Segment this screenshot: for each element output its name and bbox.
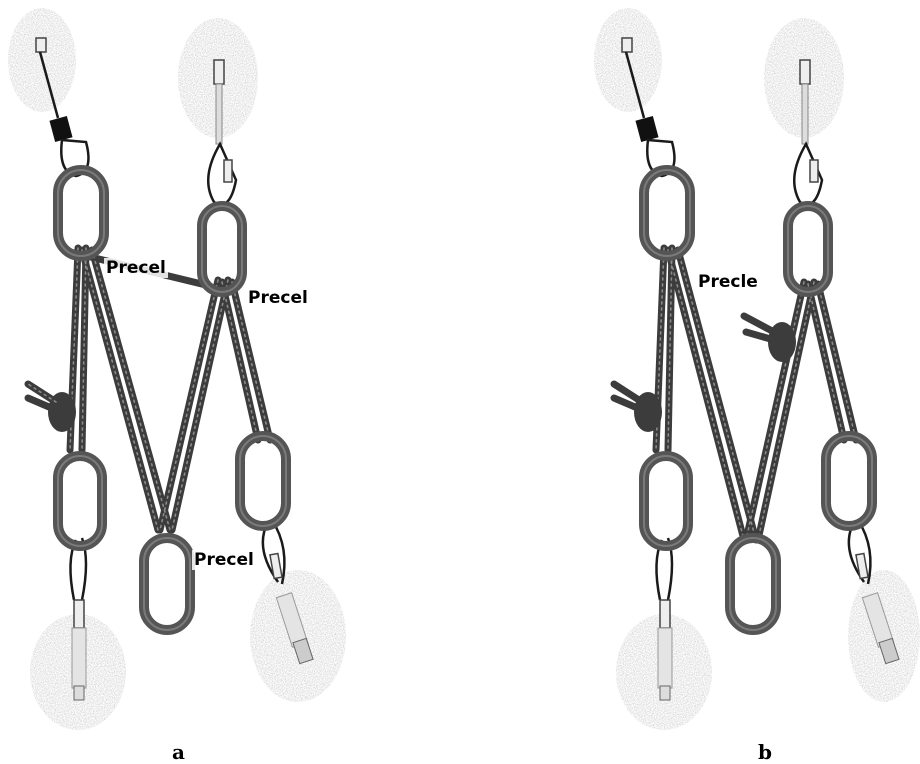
- panel-a-illustration: [0, 0, 460, 762]
- label-precle: Precle: [696, 272, 760, 292]
- caption-a: a: [172, 740, 185, 764]
- carabiner-bottom-center: [730, 538, 776, 630]
- caption-b: b: [758, 740, 772, 764]
- label-precel-2: Precel: [246, 288, 310, 308]
- panel-b-illustration: [460, 0, 920, 762]
- knot-left: [28, 384, 76, 432]
- panel-a: Precel Precel Precel a: [0, 0, 460, 762]
- carabiner-bottom-center: [144, 538, 190, 630]
- carabiner-bottom-left: [58, 456, 102, 546]
- label-precel-1: Precel: [104, 258, 168, 278]
- carabiner-top-right: [788, 206, 828, 292]
- carabiner-top-left: [58, 170, 104, 256]
- label-precel-3: Precel: [192, 550, 256, 570]
- carabiner-top-left: [644, 170, 690, 256]
- carabiner-bottom-right: [826, 436, 872, 526]
- carabiner-bottom-left: [644, 456, 688, 546]
- knot-left: [614, 384, 662, 432]
- knot-right: [744, 316, 796, 362]
- carabiner-bottom-right: [240, 436, 286, 526]
- panel-b: Precle b: [460, 0, 920, 762]
